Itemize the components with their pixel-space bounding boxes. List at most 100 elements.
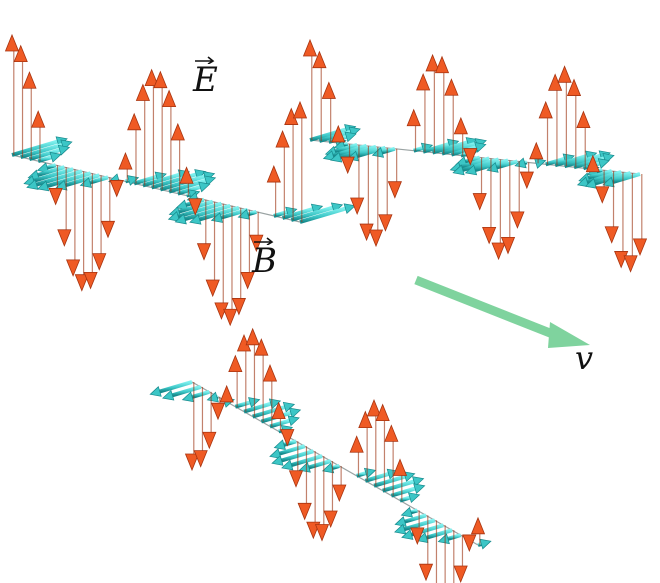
e-field-arrow-head bbox=[57, 229, 72, 247]
e-field-arrow-head bbox=[153, 70, 168, 89]
b-field-arrow-head bbox=[576, 176, 590, 188]
e-field-arrow-head bbox=[632, 238, 648, 256]
e-field-arrow-head bbox=[193, 450, 208, 468]
velocity-arrow bbox=[414, 275, 590, 348]
e-field-arrow-head bbox=[210, 402, 226, 421]
e-field-arrow-head bbox=[135, 83, 151, 101]
b-field-arrow-head bbox=[198, 181, 211, 193]
b-field-arrow-head bbox=[26, 179, 39, 190]
b-field-arrow-head bbox=[452, 164, 465, 176]
e-field-arrow-head bbox=[519, 171, 534, 190]
b-field-arrow-shaft bbox=[422, 142, 450, 154]
b-field-arrow-head bbox=[162, 389, 175, 401]
e-field-arrow-head bbox=[358, 410, 373, 429]
e-field-arrow-head bbox=[271, 401, 286, 420]
e-field-arrow-head bbox=[566, 78, 582, 96]
b-field-arrow-shaft bbox=[243, 401, 272, 414]
b-field-arrow-shaft bbox=[459, 156, 490, 169]
vector-arrow-icon bbox=[195, 56, 215, 64]
e-field-arrow-head bbox=[83, 272, 98, 290]
e-field-arrow-head bbox=[127, 112, 142, 131]
b-field-arrow-shaft bbox=[37, 165, 65, 177]
e-field-arrow-head bbox=[585, 154, 600, 173]
b-field-arrow-head bbox=[394, 523, 407, 535]
e-field-arrow-head bbox=[297, 502, 312, 521]
e-field-arrow-head bbox=[170, 122, 185, 141]
e-field-arrow-head bbox=[350, 197, 365, 216]
e-field-arrow-head bbox=[332, 484, 347, 503]
e-field-arrow-head bbox=[416, 72, 431, 91]
e-field-arrow-head bbox=[453, 116, 468, 135]
e-field-arrow-head bbox=[453, 565, 468, 583]
e-field-arrow-head bbox=[13, 44, 28, 63]
e-field-arrow-head bbox=[262, 364, 278, 382]
b-field-arrow-head bbox=[273, 439, 286, 451]
e-field-arrow-head bbox=[231, 298, 247, 316]
e-field-arrow-head bbox=[576, 110, 591, 128]
e-field-arrow-head bbox=[266, 164, 281, 183]
e-field-arrow-head bbox=[510, 211, 525, 229]
magnetic-field-symbol: B bbox=[252, 237, 277, 278]
e-field-arrow-head bbox=[340, 156, 355, 175]
b-field-arrow-head bbox=[322, 150, 336, 161]
b-field-arrow-head bbox=[408, 492, 421, 504]
wave-train-front bbox=[4, 33, 356, 327]
e-field-arrow-head bbox=[118, 152, 133, 170]
e-field-arrow-head bbox=[184, 453, 200, 472]
b-field-arrow-head bbox=[343, 203, 356, 215]
e-field-arrow-head bbox=[179, 166, 194, 184]
e-field-arrow-head bbox=[223, 308, 238, 327]
b-field-arrow-head bbox=[271, 455, 284, 466]
e-field-arrow-head bbox=[410, 527, 425, 545]
e-field-arrow-head bbox=[188, 198, 203, 216]
b-field-arrow-head bbox=[167, 211, 181, 222]
e-field-arrow-head bbox=[359, 223, 374, 242]
e-field-arrow-head bbox=[529, 141, 544, 160]
e-field-arrow-head bbox=[384, 424, 399, 442]
b-field-arrow-shaft bbox=[278, 444, 306, 456]
e-field-arrow-head bbox=[205, 279, 220, 298]
e-field-arrow-head bbox=[144, 68, 159, 87]
b-field-arrow-head bbox=[189, 213, 202, 225]
e-field-arrow-head bbox=[406, 108, 421, 127]
propagation-axis bbox=[191, 381, 479, 546]
b-field-arrow-head bbox=[174, 213, 187, 225]
b-field-arrow-shaft bbox=[159, 380, 193, 394]
b-field-arrow-shaft bbox=[28, 148, 61, 161]
b-field-arrow-head bbox=[49, 151, 62, 163]
e-field-arrow-head bbox=[557, 65, 572, 83]
b-field-arrow-shaft bbox=[390, 486, 416, 498]
e-field-arrow-head bbox=[321, 81, 336, 99]
b-field-arrow-head bbox=[203, 175, 217, 187]
b-field-arrow-shaft bbox=[612, 172, 641, 184]
b-field-arrow-head bbox=[36, 180, 50, 192]
b-field-arrow-head bbox=[281, 459, 294, 471]
e-field-arrow-head bbox=[92, 253, 107, 271]
b-field-arrow-shaft bbox=[299, 206, 347, 224]
b-field-arrow-head bbox=[330, 151, 343, 163]
b-field-arrow-head bbox=[401, 529, 414, 540]
e-field-arrow-head bbox=[387, 181, 402, 199]
e-field-arrow-head bbox=[288, 470, 304, 488]
b-field-arrow-shaft bbox=[425, 528, 453, 540]
b-field-arrow-head bbox=[597, 158, 610, 169]
e-field-arrow-head bbox=[425, 53, 440, 72]
e-field-arrow-head bbox=[31, 110, 46, 128]
e-field-arrow-head bbox=[482, 226, 497, 245]
e-field-arrow-head bbox=[463, 148, 478, 166]
e-field-arrow-head bbox=[196, 243, 212, 261]
e-field-arrow-head bbox=[245, 327, 260, 346]
b-field-arrow-shaft bbox=[220, 207, 249, 220]
b-field-arrow-head bbox=[288, 407, 302, 419]
e-field-arrow-head bbox=[109, 180, 124, 198]
b-field-arrow-head bbox=[584, 178, 598, 189]
e-field-arrow-head bbox=[228, 354, 243, 373]
e-field-arrow-head bbox=[275, 130, 290, 148]
e-field-arrow-head bbox=[240, 272, 255, 290]
e-field-arrow-head bbox=[323, 510, 338, 529]
e-field-arrow-head bbox=[314, 524, 330, 542]
b-field-arrow-head bbox=[413, 483, 426, 495]
e-field-arrow-head bbox=[462, 534, 477, 552]
e-field-arrow-head bbox=[22, 71, 37, 89]
b-field-arrow-head bbox=[344, 131, 357, 143]
